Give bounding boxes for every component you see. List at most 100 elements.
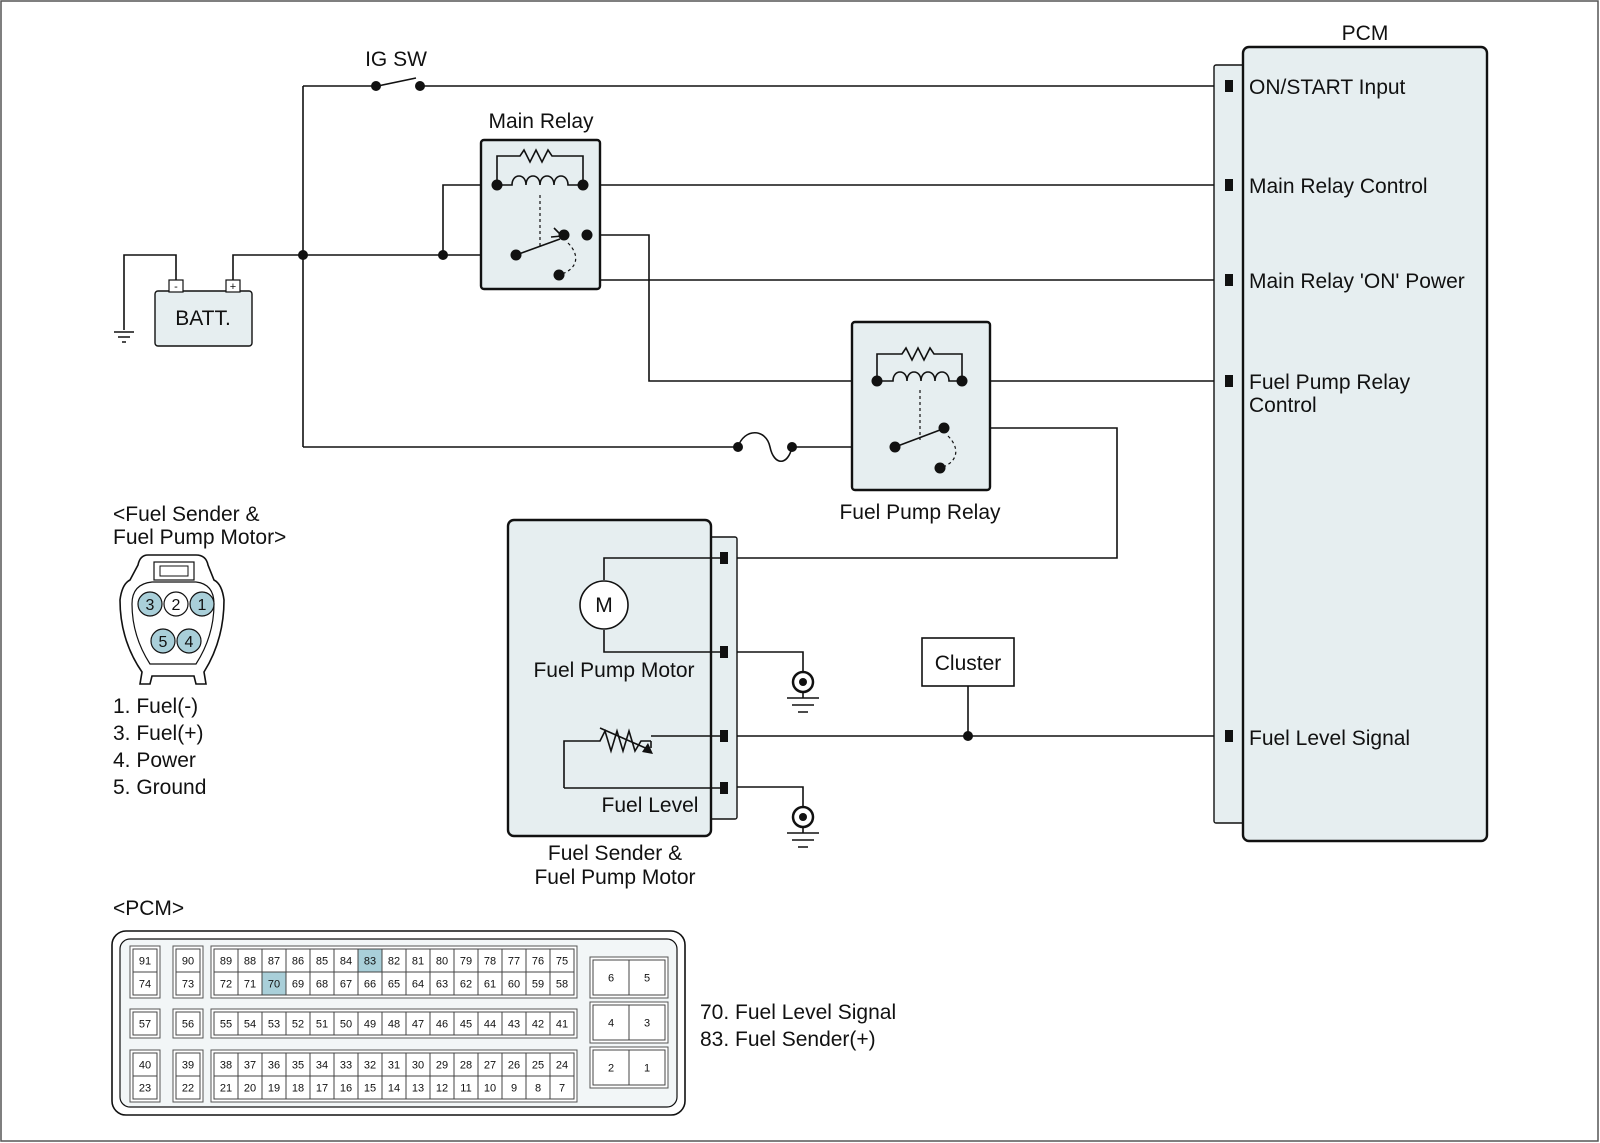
ground-symbol-level: [787, 805, 819, 848]
pcm-pin-number: 12: [436, 1083, 448, 1095]
pcm-pin-number: 24: [556, 1060, 568, 1072]
pcm-pin-number: 47: [412, 1019, 424, 1031]
pcm-pin-number: 3: [644, 1018, 650, 1030]
pcm-pin-main-relay-on-power: Main Relay 'ON' Power: [1249, 270, 1465, 293]
connector-pin-2: [163, 591, 189, 617]
pcm-pin-number: 83: [364, 956, 376, 968]
pcm-pin-number: 13: [412, 1083, 424, 1095]
pcm-pin-number: 50: [340, 1019, 352, 1031]
pcm-pin-number: 30: [412, 1060, 424, 1072]
pcm-pin-3: [628, 1004, 666, 1041]
pcm-pin-number: 25: [532, 1060, 544, 1072]
pcm-pin-number: 33: [340, 1060, 352, 1072]
connector-pin-label: 5: [159, 634, 168, 651]
pcm-pin-number: 16: [340, 1083, 352, 1095]
pcm-pin-number: 1: [644, 1063, 650, 1075]
pcm-pin-number: 78: [484, 956, 496, 968]
pcm-pin-number: 57: [139, 1019, 151, 1031]
pcm-pin-number: 90: [182, 956, 194, 968]
connector-pin-5: [150, 628, 176, 654]
pcm-pin-number: 65: [388, 979, 400, 991]
pcm-pin-number: 63: [436, 979, 448, 991]
pcm-pin-1: [628, 1049, 666, 1086]
connector-legend-2: 3. Fuel(+): [113, 722, 203, 745]
pcm-pin-fuel-level-signal: Fuel Level Signal: [1249, 727, 1410, 750]
pcm-pin-number: 20: [244, 1083, 256, 1095]
pcm-pin-number: 80: [436, 956, 448, 968]
pcm-pin-number: 38: [220, 1060, 232, 1072]
pcm-pin-number: 46: [436, 1019, 448, 1031]
pcm-pin-number: 49: [364, 1019, 376, 1031]
fuel-sender-pump-module: M Fuel Pump Motor Fuel Level: [506, 518, 738, 838]
pcm-pin-number: 5: [644, 973, 650, 985]
fuel-level-label: Fuel Level: [602, 794, 699, 817]
pcm-pin-number: 8: [535, 1083, 541, 1095]
pcm-pin-number: 42: [532, 1019, 544, 1031]
pcm-pin-number: 77: [508, 956, 520, 968]
pcm-pin-number: 18: [292, 1083, 304, 1095]
module-caption-line2: Fuel Pump Motor: [534, 866, 695, 889]
pcm-pin-number: 71: [244, 979, 256, 991]
pcm-pin-number: 9: [511, 1083, 517, 1095]
pcm-pin-number: 82: [388, 956, 400, 968]
pcm-connector-legend-70: 70. Fuel Level Signal: [700, 1001, 896, 1024]
connector-title-line1: <Fuel Sender &: [113, 503, 260, 526]
pcm-pin-number: 91: [139, 956, 151, 968]
pcm-pin-number: 40: [139, 1060, 151, 1072]
fuel-pump-motor-label: Fuel Pump Motor: [533, 659, 694, 682]
pcm-pin-number: 75: [556, 956, 568, 968]
main-relay-label: Main Relay: [488, 110, 594, 133]
pcm-pin-number: 87: [268, 956, 280, 968]
battery-plus-label: +: [230, 281, 236, 293]
pcm-pin-73: [175, 971, 201, 996]
pcm-pin-number: 2: [608, 1063, 614, 1075]
pcm-pin-58: [549, 971, 575, 996]
motor-symbol-label: M: [595, 594, 613, 617]
pcm-pin-fuel-pump-relay-control: Fuel Pump Relay: [1249, 371, 1411, 394]
pcm-pin-number: 41: [556, 1019, 568, 1031]
fuel-pump-relay: Fuel Pump Relay: [839, 320, 1001, 524]
pcm-pin-number: 10: [484, 1083, 496, 1095]
pcm-pin-number: 89: [220, 956, 232, 968]
cluster: Cluster: [921, 637, 1015, 687]
pcm-pin-number: 31: [388, 1060, 400, 1072]
pcm-pin-number: 44: [484, 1019, 496, 1031]
pcm-pin-fuel-pump-relay-control-line2: Control: [1249, 394, 1317, 417]
pcm-label: PCM: [1342, 22, 1389, 45]
pcm-pin-number: 59: [532, 979, 544, 991]
pcm-pin-number: 23: [139, 1083, 151, 1095]
pcm-pin-number: 53: [268, 1019, 280, 1031]
pcm-pin-main-relay-control: Main Relay Control: [1249, 175, 1428, 198]
pcm-pin-number: 73: [182, 979, 194, 991]
pcm-pin-number: 64: [412, 979, 424, 991]
module-caption-line1: Fuel Sender &: [548, 842, 682, 865]
pcm-pin-number: 60: [508, 979, 520, 991]
pcm-pin-number: 7: [559, 1083, 565, 1095]
pcm-pin-number: 15: [364, 1083, 376, 1095]
pcm-pin-number: 54: [244, 1019, 256, 1031]
pcm-pin-number: 69: [292, 979, 304, 991]
pcm-pin-number: 39: [182, 1060, 194, 1072]
pcm-pin-number: 19: [268, 1083, 280, 1095]
pcm-pin-number: 76: [532, 956, 544, 968]
pcm-connector-title: <PCM>: [113, 897, 184, 920]
pcm-pin-number: 81: [412, 956, 424, 968]
connector-title-line2: Fuel Pump Motor>: [113, 526, 286, 549]
pcm-pin-number: 52: [292, 1019, 304, 1031]
connector-pin-3: [137, 591, 163, 617]
pcm-pin-number: 85: [316, 956, 328, 968]
cluster-label: Cluster: [935, 652, 1002, 675]
pcm-module: PCM ON/START Input Main Relay Control Ma…: [1213, 22, 1489, 843]
connector-pin-4: [176, 628, 202, 654]
pcm-pin-5: [628, 959, 666, 996]
pcm-pin-57: [132, 1011, 158, 1036]
pcm-pin-number: 27: [484, 1060, 496, 1072]
battery-label: BATT.: [175, 307, 231, 330]
motor-symbol: [579, 580, 629, 630]
pcm-pin-number: 35: [292, 1060, 304, 1072]
wires: [114, 77, 1228, 808]
